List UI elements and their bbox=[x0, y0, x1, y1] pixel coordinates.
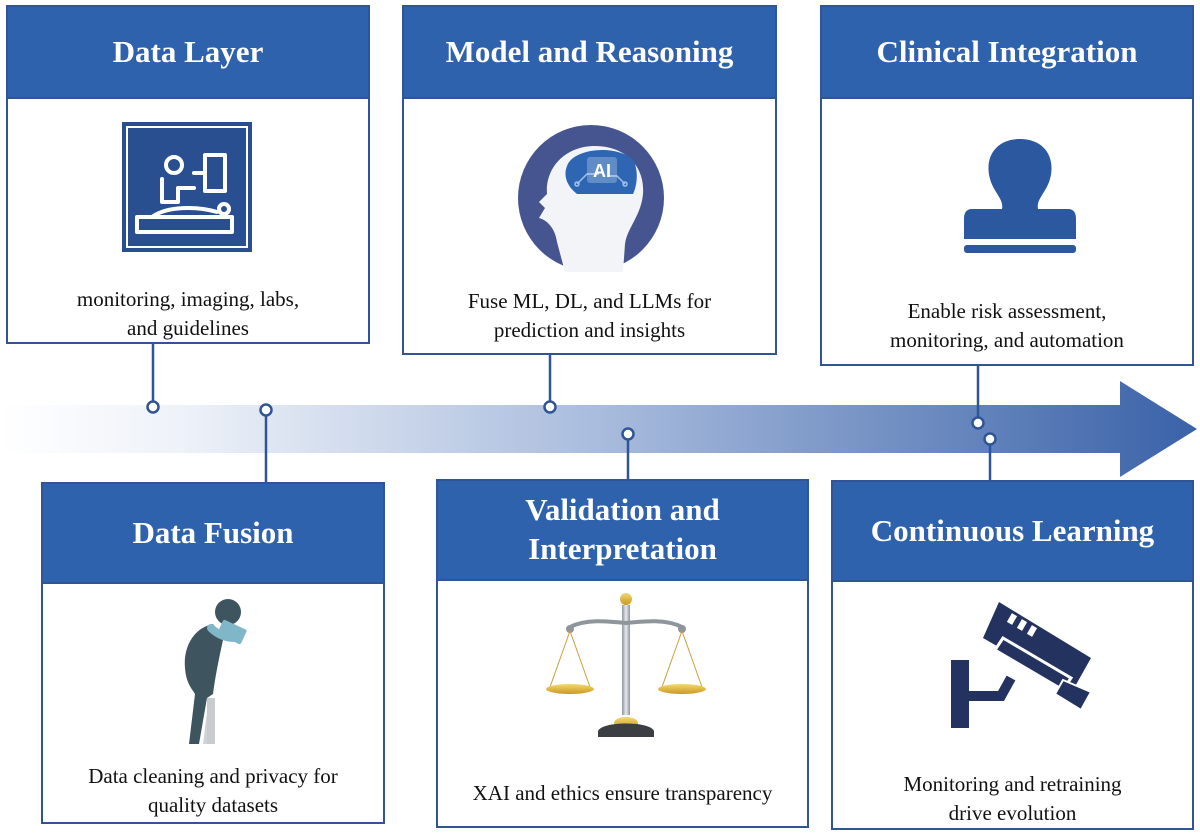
connector-dot-data-fusion bbox=[259, 403, 273, 417]
connector-dot-clinical bbox=[971, 416, 985, 430]
balance-scale-icon bbox=[546, 593, 706, 737]
card-title: Data Fusion bbox=[43, 484, 383, 584]
card-title: Data Layer bbox=[8, 7, 368, 99]
surveillance-camera-icon bbox=[951, 602, 1093, 728]
stamp-icon bbox=[964, 139, 1076, 253]
card-clinical-integration: Clinical Integration Enable risk assessm… bbox=[820, 5, 1194, 366]
connector-dot-learning bbox=[983, 432, 997, 446]
ai-label: AI bbox=[593, 161, 611, 181]
card-title: Validation and Interpretation bbox=[438, 481, 807, 581]
card-model-reasoning: Model and Reasoning AI Fuse ML, DL, and … bbox=[402, 5, 777, 355]
card-title: Continuous Learning bbox=[833, 482, 1192, 582]
arrow-body bbox=[0, 381, 1197, 477]
connector-dot-model bbox=[543, 400, 557, 414]
patient-monitoring-icon bbox=[122, 122, 252, 252]
card-description: monitoring, imaging, labs, and guideline… bbox=[76, 287, 300, 341]
card-description: Fuse ML, DL, and LLMs for prediction and… bbox=[467, 289, 712, 343]
card-title: Model and Reasoning bbox=[404, 7, 775, 99]
person-with-tablet-icon bbox=[184, 599, 247, 744]
card-data-layer: Data Layer monitoring, imaging, labs, an… bbox=[6, 5, 370, 344]
card-description: Data cleaning and privacy for quality da… bbox=[88, 764, 338, 818]
card-title: Clinical Integration bbox=[822, 7, 1192, 99]
card-description: Enable risk assessment, monitoring, and … bbox=[890, 299, 1124, 353]
card-validation: Validation and Interpretation bbox=[436, 479, 809, 828]
card-description: Monitoring and retraining drive evolutio… bbox=[903, 772, 1122, 826]
connector-dot-validation bbox=[621, 427, 635, 441]
card-data-fusion: Data Fusion Data cleaning and privacy fo… bbox=[41, 482, 385, 824]
card-description: XAI and ethics ensure transparency bbox=[472, 781, 773, 805]
connector-dot-data-layer bbox=[146, 400, 160, 414]
card-continuous-learning: Continuous Learning Monitoring and retra… bbox=[831, 480, 1194, 830]
ai-head-icon: AI bbox=[518, 125, 664, 272]
